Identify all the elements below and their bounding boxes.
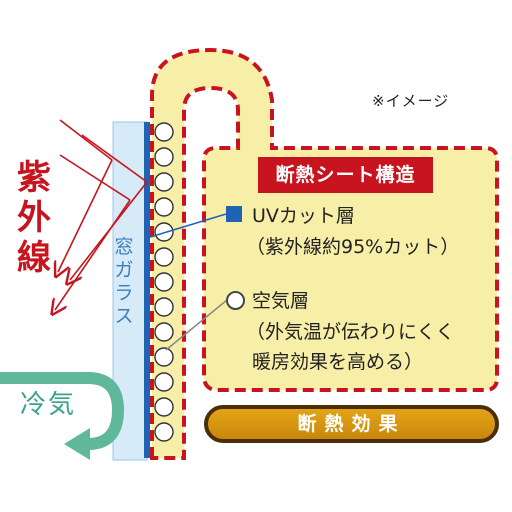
air-layer-name: 空気層	[252, 290, 310, 312]
air-bubble	[154, 347, 174, 367]
air-bubble	[154, 297, 174, 317]
air-bubble	[154, 422, 174, 442]
air-bubble	[154, 222, 174, 242]
cold-air-label: 冷気	[20, 390, 77, 420]
air-bubble	[154, 272, 174, 292]
uv-layer-legend-square	[226, 206, 242, 222]
image-note: ※イメージ	[372, 92, 450, 110]
air-bubble	[154, 172, 174, 192]
air-bubble	[154, 147, 174, 167]
air-layer-legend-circle	[226, 291, 245, 310]
air-bubble	[154, 122, 174, 142]
uv-arrow-2	[59, 154, 131, 201]
window-glass-label: 窓ガラス	[114, 236, 134, 327]
air-bubble	[154, 372, 174, 392]
air-leader-line	[165, 299, 228, 351]
uv-arrow-3	[81, 134, 148, 183]
uv-layer-description: （紫外線約95%カット）	[246, 236, 460, 258]
air-bubble	[154, 322, 174, 342]
uv-arrow-1-reflect	[58, 159, 113, 272]
air-bubble	[154, 397, 174, 417]
air-bubble-column	[154, 122, 174, 442]
uv-layer-name: UVカット層	[252, 205, 355, 227]
cold-air-arrow	[0, 372, 125, 450]
air-layer-description-1: （外気温が伝わりにくく	[246, 321, 455, 343]
uv-label: 紫外線	[17, 158, 51, 278]
insulation-sheet-outline	[150, 47, 499, 460]
air-bubble	[154, 197, 174, 217]
sheet-structure-title: 断熱シート構造	[258, 157, 433, 193]
uv-arrow-3-reflect	[70, 181, 148, 280]
cold-air-arrowhead	[64, 428, 90, 460]
uv-arrow-1	[59, 119, 113, 161]
air-bubble	[154, 247, 174, 267]
uv-arrows	[55, 119, 148, 310]
air-layer-description-2: 暖房効果を高める）	[252, 351, 424, 373]
insulation-effect-banner: 断熱効果	[204, 405, 499, 443]
uv-leader-line	[146, 213, 227, 239]
